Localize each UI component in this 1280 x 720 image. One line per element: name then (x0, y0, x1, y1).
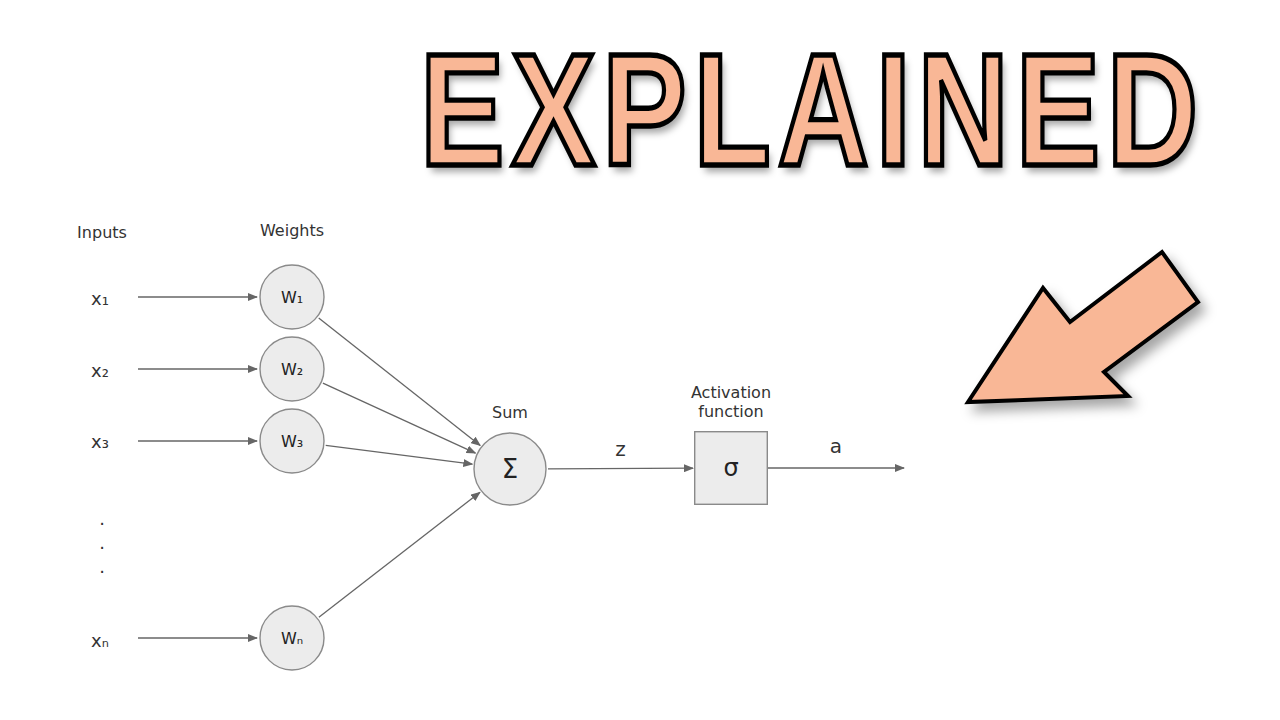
input-label: . (99, 508, 105, 529)
sum-circle: SumΣ (473, 432, 547, 506)
weight-circle: W₂ (259, 336, 325, 402)
node-symbol: Wₙ (281, 629, 303, 648)
input-label: . (99, 532, 105, 553)
connector (548, 468, 693, 470)
connector (326, 445, 473, 464)
node-symbol: W₃ (281, 432, 303, 451)
connector (319, 492, 480, 617)
input-label: . (99, 556, 105, 577)
input-label: x₁ (91, 288, 109, 309)
pointer-arrow (968, 252, 1198, 402)
input-label: xₙ (91, 630, 109, 651)
weight-circle: W₃ (259, 408, 325, 474)
node-symbol: Σ (502, 454, 518, 484)
node-symbol: W₂ (281, 360, 303, 379)
node-heading: Sum (470, 403, 550, 422)
column-heading: Inputs (77, 223, 127, 242)
input-label: x₃ (91, 431, 109, 452)
column-heading: Weights (260, 221, 324, 240)
connector (323, 383, 476, 453)
weight-circle: W₁ (259, 264, 325, 330)
input-label: x₂ (91, 360, 109, 381)
output-arrow (768, 467, 904, 468)
title-text: EXPLAINED (420, 30, 1205, 190)
weight-circle: Wₙ (259, 605, 325, 671)
input-arrows (138, 297, 904, 638)
node-symbol: σ (723, 454, 738, 482)
node-heading: Activation function (676, 383, 786, 421)
edge-label: z (612, 437, 629, 461)
connector (319, 318, 480, 445)
output-label: a (830, 434, 842, 458)
activation-box: Activation functionσ (694, 431, 768, 505)
node-symbol: W₁ (281, 288, 303, 307)
